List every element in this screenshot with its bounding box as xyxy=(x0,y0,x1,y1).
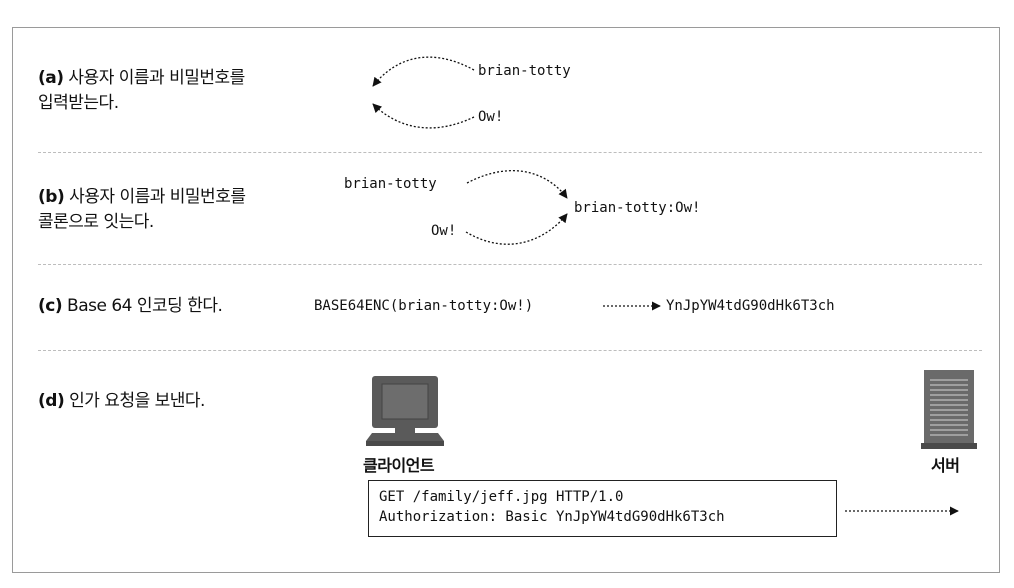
step-b-text-line2: 콜론으로 잇는다. xyxy=(38,212,154,232)
step-a-label: (a) 사용자 이름과 비밀번호를 입력받는다. xyxy=(38,66,245,116)
step-b-letter: (b) xyxy=(38,187,65,207)
step-d-text: 인가 요청을 보낸다. xyxy=(69,391,205,411)
server-label: 서버 xyxy=(931,456,960,475)
http-request-box: GET /family/jeff.jpg HTTP/1.0 Authorizat… xyxy=(368,480,837,537)
arrow-a-username xyxy=(372,56,475,87)
separator-1 xyxy=(38,152,982,153)
step-d-label: (d) 인가 요청을 보낸다. xyxy=(38,389,205,414)
arrow-b-username xyxy=(466,170,568,199)
step-a-text-line1: 사용자 이름과 비밀번호를 xyxy=(68,68,245,88)
diagram-frame xyxy=(12,27,1000,573)
arrow-a-password xyxy=(372,103,475,129)
step-c-result: YnJpYW4tdG90dHk6T3ch xyxy=(666,298,835,314)
step-c-letter: (c) xyxy=(38,296,63,316)
server-tower-icon xyxy=(921,370,977,449)
arrow-b-password xyxy=(465,213,568,245)
step-d-letter: (d) xyxy=(38,391,65,411)
step-b-password: Ow! xyxy=(431,223,457,239)
step-b-label: (b) 사용자 이름과 비밀번호를 콜론으로 잇는다. xyxy=(38,185,246,235)
separator-3 xyxy=(38,350,982,351)
step-b-text-line1: 사용자 이름과 비밀번호를 xyxy=(69,187,246,207)
step-a-password: Ow! xyxy=(478,109,504,125)
step-a-text-line2: 입력받는다. xyxy=(38,93,119,113)
client-label: 클라이언트 xyxy=(363,456,435,475)
step-c-text: Base 64 인코딩 한다. xyxy=(67,296,223,316)
request-line-2: Authorization: Basic YnJpYW4tdG90dHk6T3c… xyxy=(379,509,725,525)
step-b-username: brian-totty xyxy=(344,176,437,192)
request-line-1: GET /family/jeff.jpg HTTP/1.0 xyxy=(379,489,624,505)
step-b-joined: brian-totty:Ow! xyxy=(574,200,701,216)
separator-2 xyxy=(38,264,982,265)
step-c-label: (c) Base 64 인코딩 한다. xyxy=(38,294,223,319)
step-c-function-call: BASE64ENC(brian-totty:Ow!) xyxy=(314,298,534,314)
step-a-letter: (a) xyxy=(38,68,64,88)
client-computer-icon xyxy=(366,376,444,446)
step-a-username: brian-totty xyxy=(478,63,571,79)
